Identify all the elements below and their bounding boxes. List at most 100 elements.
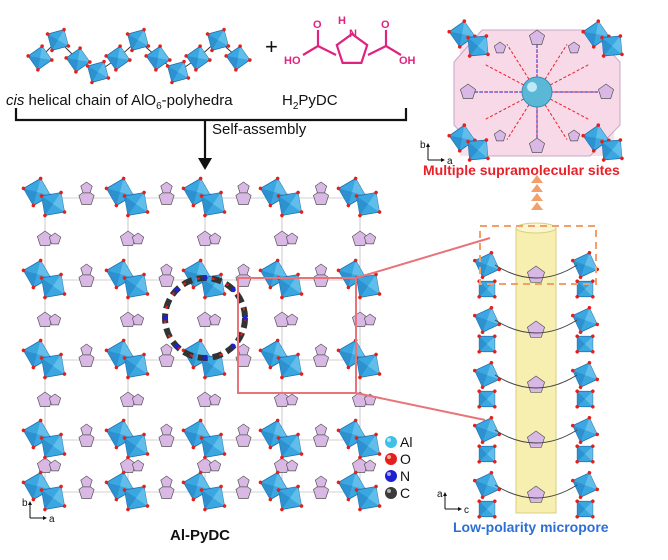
pyrrole-ring <box>131 393 145 406</box>
legend-label-c: C <box>400 485 410 501</box>
pyrrole-ring <box>335 32 369 65</box>
pyrrole-ring <box>363 313 377 326</box>
pore-nitrogen <box>162 315 168 321</box>
alo6-polyhedron <box>600 34 624 58</box>
alo6-polyhedron <box>354 432 382 460</box>
alo6-polyhedron <box>122 190 150 218</box>
pyrrole-ring <box>493 129 507 142</box>
pyrrole-ring <box>285 459 299 472</box>
legend-label-al: Al <box>400 434 412 450</box>
alo6-polyhedron <box>45 27 71 53</box>
pyrrole-ring <box>208 459 222 472</box>
assembly-bracket <box>14 108 408 122</box>
pyrrole-ring <box>80 475 93 488</box>
pyrrole-ring <box>78 431 95 447</box>
helical-chain <box>26 27 252 85</box>
pore-nitrogen <box>230 343 236 349</box>
alo6-polyhedron <box>354 190 382 218</box>
pyrrole-ring <box>567 129 581 142</box>
alo6-polyhedron <box>472 470 502 500</box>
pyrrole-ring <box>158 189 175 205</box>
alo6-polyhedron <box>575 389 595 409</box>
axis-bottom-right-right: c <box>464 505 469 516</box>
alo6-polyhedron <box>477 334 497 354</box>
alo6-polyhedron <box>575 499 595 519</box>
pyrrole-ring <box>131 459 145 472</box>
zoom-line-top <box>355 237 491 279</box>
alo6-polyhedron <box>39 432 67 460</box>
pyrrole-ring <box>528 137 546 153</box>
pyrrole-ring <box>158 351 175 367</box>
multiple-sites-label: Multiple supramolecular sites <box>423 162 620 178</box>
pyrrole-ring <box>312 351 330 367</box>
alo6-polyhedron <box>205 27 231 53</box>
pyrrole-ring <box>314 263 328 276</box>
alo6-polyhedron <box>258 418 290 450</box>
pyrrole-ring <box>314 181 328 194</box>
pyrrole-ring <box>312 271 330 287</box>
alo6-polyhedron <box>165 59 191 85</box>
pyrrole-ring <box>314 343 328 356</box>
pore-nitrogen <box>202 275 208 281</box>
alo6-polyhedron <box>85 59 111 85</box>
alo6-polyhedron <box>276 432 304 460</box>
axis-bottom-right-up: a <box>437 489 443 500</box>
pyrrole-ring <box>528 29 546 45</box>
alo6-polyhedron <box>575 444 595 464</box>
axis-top-right-right: a <box>447 156 453 167</box>
pore-nitrogen <box>230 287 236 293</box>
pyrrole-ring <box>314 475 328 488</box>
oxygen-left-label: O <box>313 19 322 31</box>
alo6-polyhedron <box>276 484 304 512</box>
alo6-polyhedron <box>575 334 595 354</box>
plus-sign: + <box>265 34 278 59</box>
alo6-polyhedron <box>184 44 212 72</box>
alo6-polyhedron <box>276 272 304 300</box>
pyrrole-ring <box>131 232 145 245</box>
pyrrole-ring <box>363 232 377 245</box>
pyrrole-ring <box>235 189 252 205</box>
channel-view <box>472 222 600 519</box>
pyrrole-ring <box>237 263 250 276</box>
alo6-polyhedron <box>144 44 172 72</box>
pyrrole-ring <box>237 423 250 436</box>
pyrrole-ring <box>493 41 507 54</box>
site-highlight-box <box>479 225 597 285</box>
alo6-polyhedron <box>477 444 497 464</box>
axis-top-right-up: b <box>420 140 426 151</box>
pyrrole-ring <box>48 459 62 472</box>
pyrrole-ring <box>208 232 222 245</box>
alo6-polyhedron <box>122 484 150 512</box>
pore-nitrogen <box>174 343 180 349</box>
pyrrole-ring <box>459 83 477 99</box>
axis-main: ba <box>22 498 55 525</box>
pyrrole-ring <box>160 263 173 276</box>
ho-label: HO <box>284 55 301 67</box>
legend-swatch-al <box>385 436 397 448</box>
axis-main-right: a <box>49 514 55 525</box>
pyrrole-ring <box>363 459 377 472</box>
alo6-polyhedron <box>122 432 150 460</box>
nitrogen-label: N <box>349 28 357 40</box>
alo6-polyhedron <box>581 123 611 153</box>
pyrrole-ring <box>78 483 95 499</box>
alo6-polyhedron <box>199 432 227 460</box>
pyrrole-ring <box>314 423 328 436</box>
alo6-polyhedron <box>125 27 151 53</box>
alo6-polyhedron <box>199 484 227 512</box>
pyrrole-ring <box>160 475 173 488</box>
chain-label: cis helical chain of AlO6-polyhedra <box>6 92 233 112</box>
pore-nitrogen <box>242 315 248 321</box>
pyrrole-ring <box>48 232 62 245</box>
pyrrole-ring <box>237 475 250 488</box>
zoom-line-bottom <box>355 392 486 421</box>
alo6-polyhedron <box>224 44 252 72</box>
oh-label: OH <box>399 55 416 67</box>
alo6-polyhedron <box>122 352 150 380</box>
pyrrole-ring <box>237 343 250 356</box>
pyrrole-ring <box>567 41 581 54</box>
pyrrole-ring <box>160 423 173 436</box>
pyrrole-ring <box>80 181 93 194</box>
